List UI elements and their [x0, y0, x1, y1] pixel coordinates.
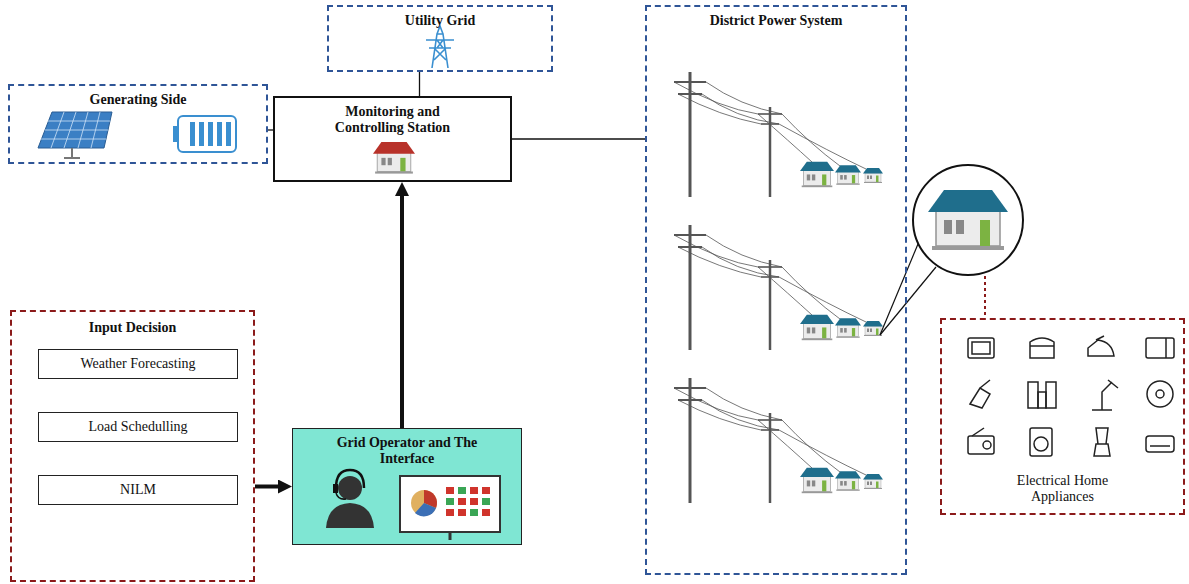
status-square — [482, 498, 490, 505]
status-square — [458, 487, 466, 494]
status-square — [446, 509, 454, 516]
monitor-screen — [400, 476, 500, 540]
pole-row — [674, 378, 883, 503]
operator-figure — [326, 470, 374, 528]
appliance-box: Electrical Home Appliances — [940, 318, 1185, 515]
status-square — [470, 498, 478, 505]
appliance-icons — [968, 336, 1174, 456]
box-heading: Generating Side — [90, 92, 187, 108]
status-square — [446, 487, 454, 494]
status-square — [470, 487, 478, 494]
generator-box: Generating Side — [8, 84, 268, 164]
box-heading: District Power System — [710, 13, 843, 29]
status-square — [470, 509, 478, 516]
status-square — [458, 498, 466, 505]
input-box: Weather Forecasting — [38, 349, 238, 379]
solar-panel — [38, 112, 112, 158]
magnifier-callout — [880, 165, 1023, 335]
box-label: NILM — [120, 482, 156, 498]
connection-line — [512, 138, 645, 139]
station-house — [373, 142, 415, 174]
flow-arrow — [255, 485, 278, 489]
transmission-tower — [426, 26, 454, 68]
operator-box: Grid Operator and The Interface — [292, 428, 522, 545]
battery — [173, 116, 236, 152]
status-square — [446, 498, 454, 505]
input-group: Input DecisionWeather ForecastingLoad Sc… — [10, 310, 255, 582]
box-heading: Input Decision — [89, 320, 177, 336]
district-box: District Power System — [645, 5, 907, 575]
status-square — [482, 487, 490, 494]
status-square — [458, 509, 466, 516]
box-heading: Monitoring and Controlling Station — [318, 104, 468, 136]
input-box: NILM — [38, 475, 238, 505]
grid-box: Utility Grid — [327, 5, 553, 72]
status-square — [482, 509, 490, 516]
box-label: Load Schedulling — [88, 419, 187, 435]
connection-line — [419, 72, 420, 96]
input-box: Load Schedulling — [38, 412, 238, 442]
status-squares — [446, 487, 490, 516]
operator-panel-fill — [292, 428, 522, 545]
pole-row — [674, 225, 883, 350]
pole-row — [674, 72, 883, 197]
flow-arrow — [400, 196, 404, 428]
station-box: Monitoring and Controlling Station — [273, 96, 512, 182]
box-heading: Grid Operator and The Interface — [332, 435, 482, 467]
box-heading: Utility Grid — [405, 13, 475, 29]
box-label: Electrical Home Appliances — [998, 473, 1128, 505]
box-label: Weather Forecasting — [80, 356, 195, 372]
